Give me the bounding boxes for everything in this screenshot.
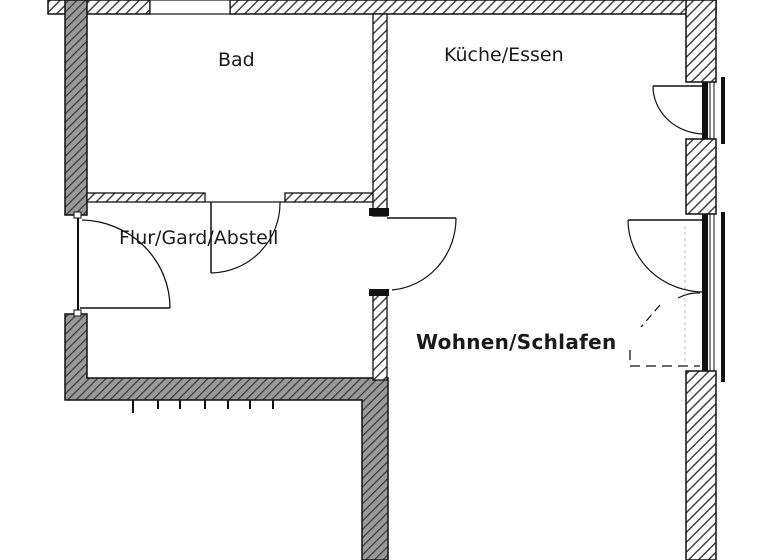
room-label-flur-gard-abstell: Flur/Gard/Abstell xyxy=(119,227,279,249)
left-exterior-wall-lower xyxy=(64,313,389,560)
room-label-bad: Bad xyxy=(218,49,255,71)
bad-window-top xyxy=(149,0,231,15)
balcony-door[interactable] xyxy=(627,212,725,382)
entrance-door[interactable] xyxy=(73,211,171,317)
left-exterior-wall-upper xyxy=(64,0,88,216)
top-exterior-wall xyxy=(47,0,717,15)
railing-ticks xyxy=(132,400,274,413)
bad-door[interactable] xyxy=(205,201,285,274)
bad-kueche-wall xyxy=(372,13,388,217)
flur-to-living-door[interactable] xyxy=(387,217,457,291)
room-label-kueche-essen: Küche/Essen xyxy=(444,44,564,66)
room-label-wohnen-schlafen: Wohnen/Schlafen xyxy=(416,330,617,354)
kueche-window[interactable] xyxy=(652,77,725,144)
right-exterior-wall xyxy=(685,0,717,560)
flur-wohnen-wall xyxy=(372,289,388,381)
bad-bottom-wall xyxy=(86,192,374,203)
wall-cap-top xyxy=(369,208,389,216)
wall-cap-bottom xyxy=(369,289,389,296)
